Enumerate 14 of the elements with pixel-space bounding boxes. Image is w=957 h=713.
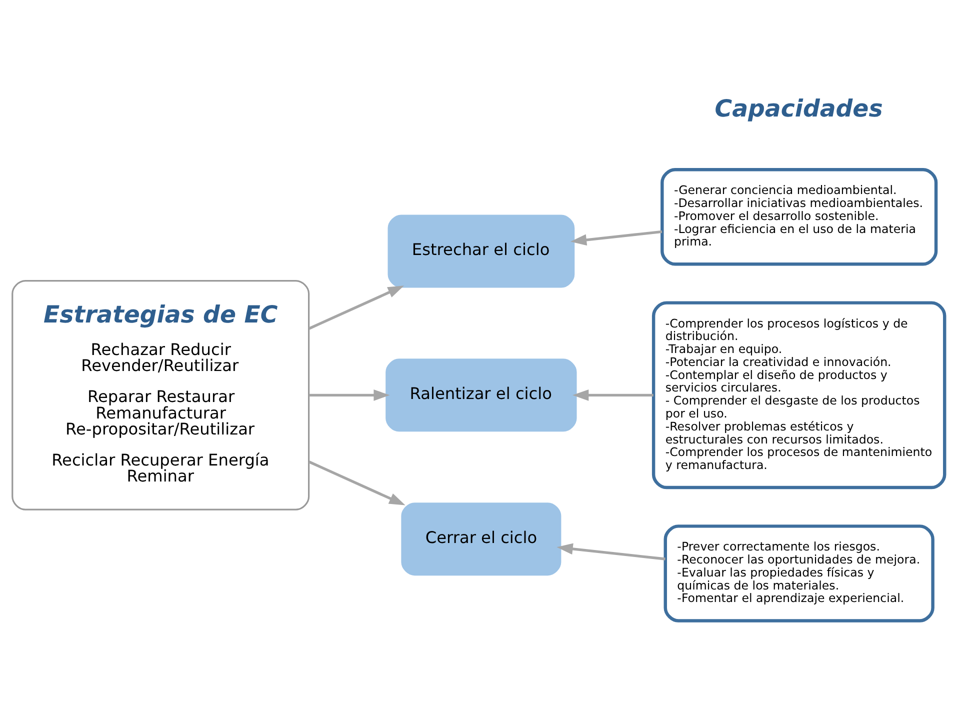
node-box: -Comprender los procesos logísticos y de distribución. -Trabajar en equipo. -Potenciar la creatividad e innovación. -Contemplar el diseño de productos y servicios circulares. - Comprender el desgaste de los productos por el uso. -Resolver problemas estéticos y estructurales con recursos limitados. -Comprender los procesos de mantenimiento y remanufactura. <box>652 301 946 490</box>
node-box: -Generar conciencia medioambiental. -Desarrollar iniciativas medioambientales. -Promover el desarrollo sostenible. -Lograr eficiencia en el uso de la materia prima. <box>660 168 938 266</box>
arrow <box>309 390 390 401</box>
node-box: -Prever correctamente los riesgos. -Reconocer las oportunidades de mejora. -Evaluar las propiedades físicas y químicas de los materiales. -Fomentar el aprendizaje experiencial. <box>664 524 934 622</box>
arrow <box>308 460 406 506</box>
node-box: Cerrar el ciclo <box>401 502 562 576</box>
node-box: Ralentizar el ciclo <box>386 358 577 432</box>
arrow <box>308 286 404 330</box>
arrow <box>570 230 662 246</box>
node-box: Estrategias de EC Rechazar Reducir Revender/Reutilizar Reparar Restaurar Remanufacturar Re-propositar/Reutilizar Reciclar Recuperar Energía Reminar <box>12 280 310 510</box>
label: Capacidades <box>714 94 883 123</box>
node-box: Estrechar el ciclo <box>388 214 575 288</box>
arrow <box>556 543 666 560</box>
arrow <box>572 390 654 401</box>
